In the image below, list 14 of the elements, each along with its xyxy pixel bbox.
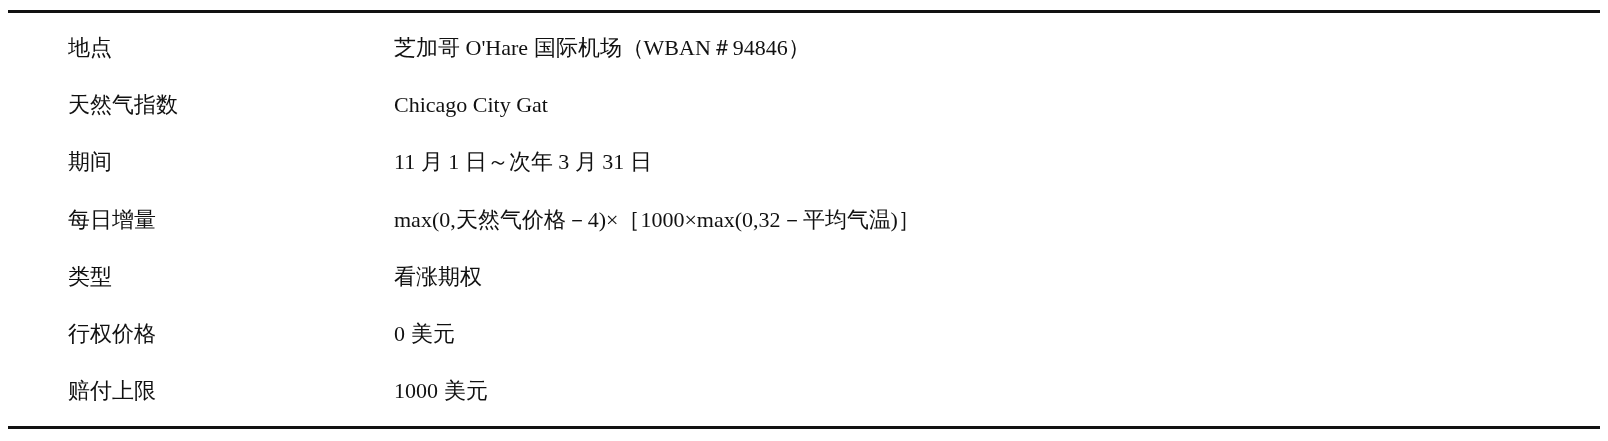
table-cell-text: 芝加哥 O'Hare 国际机场（WBAN＃94846） [394, 33, 810, 62]
row-header: 行权价格 [68, 320, 156, 349]
table-cell: Chicago City Gat [394, 91, 548, 118]
row-header: 类型 [68, 262, 112, 291]
table-cell-text: 0 美元 [394, 320, 455, 349]
row-header: 地点 [68, 33, 112, 62]
table-cell-text: max(0,天然气价格－4)×［1000×max(0,32－平均气温)］ [394, 205, 920, 234]
table-cell-text: 看涨期权 [394, 262, 482, 291]
row-header: 赔付上限 [68, 377, 156, 406]
table-cell-text: 11 月 1 日～次年 3 月 31 日 [394, 148, 652, 177]
row-header: 每日增量 [68, 205, 156, 234]
table-cell-text: 1000 美元 [394, 377, 488, 406]
row-header: 天然气指数 [68, 90, 178, 119]
row-header: 期间 [68, 148, 112, 177]
